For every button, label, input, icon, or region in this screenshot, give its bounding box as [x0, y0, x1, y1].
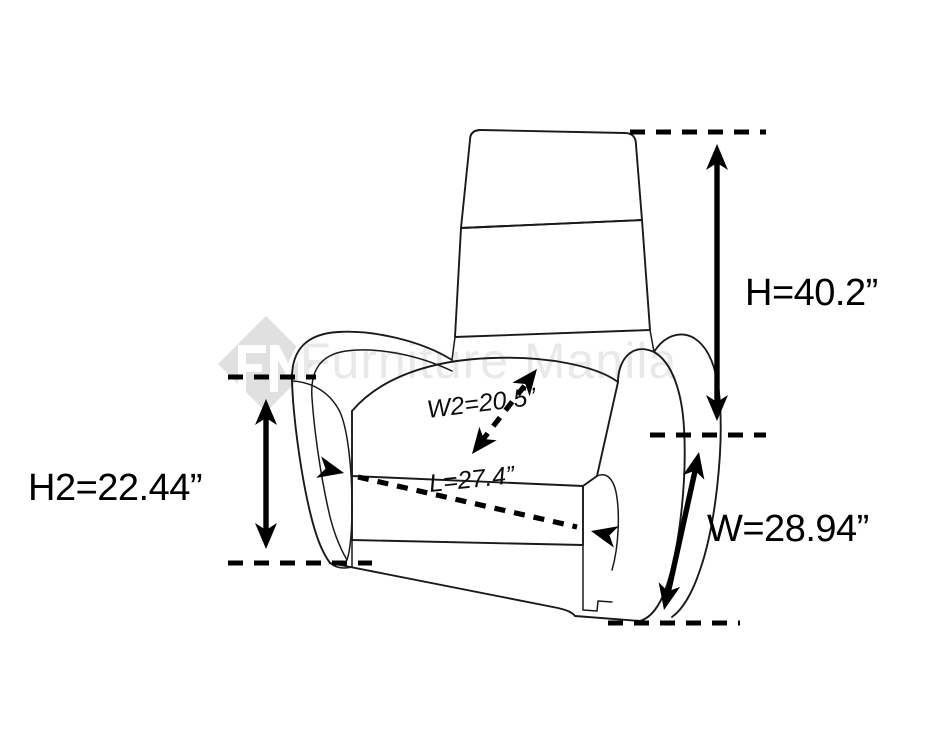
height-overall-label: H=40.2” [745, 272, 878, 314]
dimension-length-overall: L=27.4” [316, 456, 619, 548]
length-overall-label: L=27.4” [428, 461, 518, 498]
watermark-text: Furniture Manila [300, 333, 677, 389]
backrest-top-panel [460, 129, 643, 229]
length-arrowhead-right [588, 520, 619, 548]
seat-front-rail [351, 475, 584, 546]
height-seat-label: H2=22.44” [28, 467, 202, 509]
extension-lines [228, 129, 766, 626]
right-arm-inner [617, 348, 686, 622]
recliner-illustration [291, 129, 722, 622]
width-seat-arrowhead-lower [463, 426, 497, 461]
right-arm-seam [596, 474, 620, 571]
backrest-right-edge [649, 329, 655, 353]
width-arrow-shaft [664, 461, 700, 599]
seat-cushion-top [351, 356, 619, 412]
length-arrow-shaft [357, 474, 578, 530]
right-foot [582, 544, 613, 612]
backrest-left-edge [451, 336, 456, 361]
right-arm-outer [653, 333, 722, 618]
width-seat-arrow-shaft [478, 378, 532, 444]
left-arm-inner [311, 349, 453, 561]
width-overall-label: W=28.94” [707, 508, 869, 550]
watermark-logo-icon [217, 315, 315, 413]
dimension-height-overall: H=40.2” [706, 144, 878, 421]
dimension-width-overall: W=28.94” [653, 449, 869, 613]
left-arm-front-roll [291, 380, 353, 561]
base-bottom-edge [329, 562, 641, 622]
backrest-lower-panel [454, 219, 651, 338]
dimension-height-seat: H2=22.44” [28, 399, 277, 549]
